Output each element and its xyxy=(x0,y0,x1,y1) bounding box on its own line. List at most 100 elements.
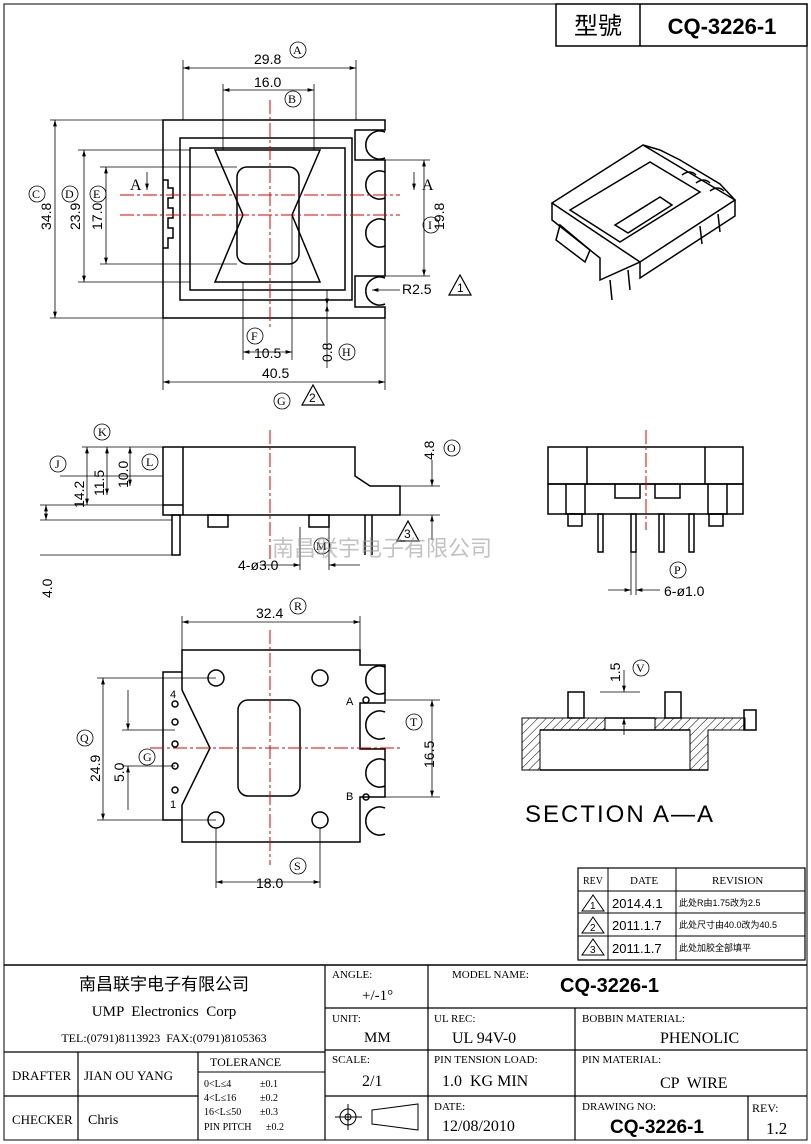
rev-date-3: 2011.1.7 xyxy=(612,941,662,956)
dim-a: 29.8 xyxy=(254,51,281,67)
balloons-top: A B C D E F G H I xyxy=(28,41,440,410)
scale-value: 2/1 xyxy=(362,1073,382,1090)
drawing-label: ±0.2 xyxy=(260,1093,278,1104)
company-name-cn: 南昌联宇电子有限公司 xyxy=(79,975,249,994)
bobbin-value: PHENOLIC xyxy=(660,1030,739,1047)
checker-value: Chris xyxy=(88,1113,118,1128)
dim-f: 10.5 xyxy=(254,345,281,361)
drawing-label: V xyxy=(636,661,645,675)
drawing-label: 0<L≤4 xyxy=(204,1079,231,1090)
model-label: MODEL NAME: xyxy=(452,969,529,981)
angle-value: +/-1° xyxy=(362,988,393,1004)
drawing-label: 3 xyxy=(590,945,596,956)
bottom-view: 32.4 24.9 5.0 16.5 18.0 4 1 A B xyxy=(87,605,440,891)
drawing-label: ±0.2 xyxy=(266,1122,284,1133)
rev-date-2: 2011.1.7 xyxy=(612,918,662,933)
tension-value: 1.0 KG MIN xyxy=(442,1073,529,1090)
title-box-model: CQ-3226-1 xyxy=(668,14,777,39)
rev-date-1: 2014.4.1 xyxy=(612,896,663,911)
rev-header-revision: REVISION xyxy=(712,875,763,887)
ul-label: UL REC: xyxy=(434,1013,475,1025)
rev-mark-3: 3 xyxy=(404,527,411,541)
pin-mark-4: 4 xyxy=(170,689,176,701)
title-block: 南昌联宇电子有限公司 UMP Electronics Corp TEL:(079… xyxy=(4,964,807,1140)
drawing-label: PIN PITCH xyxy=(204,1122,252,1133)
section-mark-right: A xyxy=(422,177,434,194)
drawing-label: L xyxy=(146,455,153,469)
revision-table: REV DATE REVISION 1 2 3 2014.4.1 2011.1.… xyxy=(577,867,806,961)
balloons-bottom: R Q G T S xyxy=(76,597,423,875)
rev-label: REV: xyxy=(752,1101,778,1115)
pin-material-value: CP WIRE xyxy=(660,1075,728,1092)
dim-j: 14.2 xyxy=(71,481,87,508)
date-label: DATE: xyxy=(434,1101,465,1113)
dim-u: 16.5 xyxy=(421,741,437,768)
dim-d: 23.9 xyxy=(67,203,83,230)
drawing-label: D xyxy=(65,187,74,201)
rev-text-2: 此处尺寸由40.0改为40.5 xyxy=(679,919,777,930)
dim-p: 6-ø1.0 xyxy=(664,583,705,599)
balloons-front: K J L M O xyxy=(49,423,461,555)
title-box: 型號 CQ-3226-1 xyxy=(555,3,808,47)
dim-four: 4.0 xyxy=(39,578,55,598)
drawing-label: G xyxy=(277,394,286,408)
dim-s: 32.4 xyxy=(256,605,283,621)
drawing-label: F xyxy=(251,329,258,343)
unit-value: MM xyxy=(364,1030,391,1046)
rev-header-date: DATE xyxy=(630,875,658,887)
projection-symbol-icon xyxy=(335,1103,419,1131)
rev-text-1: 此处R由1.75改为2.5 xyxy=(679,897,761,908)
drawing-label: M xyxy=(316,539,327,553)
dim-rb: 5.0 xyxy=(111,762,127,782)
checker-label: CHECKER xyxy=(12,1112,73,1127)
drawing-label: H xyxy=(342,345,351,359)
section-label: SECTION A—A xyxy=(525,801,715,828)
dim-m: 4-ø3.0 xyxy=(238,557,279,573)
dim-c: 34.8 xyxy=(38,203,54,230)
drawing-label: 2 xyxy=(590,923,596,934)
dim-e: 17.0 xyxy=(89,203,105,230)
drawing-label: P xyxy=(674,563,681,577)
pin-mark-1: 1 xyxy=(170,799,176,811)
front-view: 11.5 10.0 14.2 4.0 4.8 4-ø3.0 3 xyxy=(39,430,440,598)
unit-label: UNIT: xyxy=(332,1013,361,1025)
drawing-label: Q xyxy=(80,731,89,745)
drawing-label: 4<L≤16 xyxy=(204,1093,236,1104)
side-view: 6-ø1.0 P xyxy=(547,430,744,599)
drawing-value: CQ-3226-1 xyxy=(610,1117,704,1138)
watermark: 南昌联宇电子有限公司 xyxy=(272,536,492,561)
dim-q: 24.9 xyxy=(87,755,103,782)
section-mark-left: A xyxy=(130,177,142,194)
dim-r: R2.5 xyxy=(402,281,432,297)
drafter-label: DRAFTER xyxy=(12,1068,72,1083)
company-contact: TEL:(0791)8113923 FAX:(0791)8105363 xyxy=(61,1031,266,1045)
dim-g: 40.5 xyxy=(262,365,289,381)
drawing-label: T xyxy=(410,715,418,729)
drawing-label: A xyxy=(293,43,302,57)
angle-label: ANGLE: xyxy=(332,969,372,981)
bobbin-label: BOBBIN MATERIAL: xyxy=(582,1013,685,1025)
drawing-label: G xyxy=(143,750,152,764)
drawing-label: ±0.3 xyxy=(260,1107,278,1118)
dim-b: 16.0 xyxy=(254,74,281,90)
tolerance-label: TOLERANCE xyxy=(210,1055,281,1069)
dim-l: 10.0 xyxy=(115,461,131,488)
pin-mark-a: A xyxy=(346,696,354,708)
drawing-label: S xyxy=(294,859,301,873)
tension-label: PIN TENSION LOAD: xyxy=(434,1054,538,1066)
pin-mark-b: B xyxy=(346,791,353,803)
drawing-label: 1 xyxy=(590,901,596,912)
top-view: A A 29.8 16.0 34.8 23.9 17.0 40.5 10.5 0… xyxy=(38,51,473,406)
drawing-label: ±0.1 xyxy=(260,1079,278,1090)
drawing-label: K xyxy=(98,425,107,439)
rev-mark-1: 1 xyxy=(457,281,464,295)
company-name-en: UMP Electronics Corp xyxy=(92,1004,236,1020)
drawing-label: B xyxy=(288,92,296,106)
model-value: CQ-3226-1 xyxy=(560,975,659,997)
drawing-label: R xyxy=(294,599,302,613)
drawing-label: O xyxy=(447,441,456,455)
date-value: 12/08/2010 xyxy=(442,1118,515,1135)
dim-o: 4.8 xyxy=(421,440,437,460)
sheet-border xyxy=(3,3,808,1141)
drawing-label: C xyxy=(32,187,40,201)
